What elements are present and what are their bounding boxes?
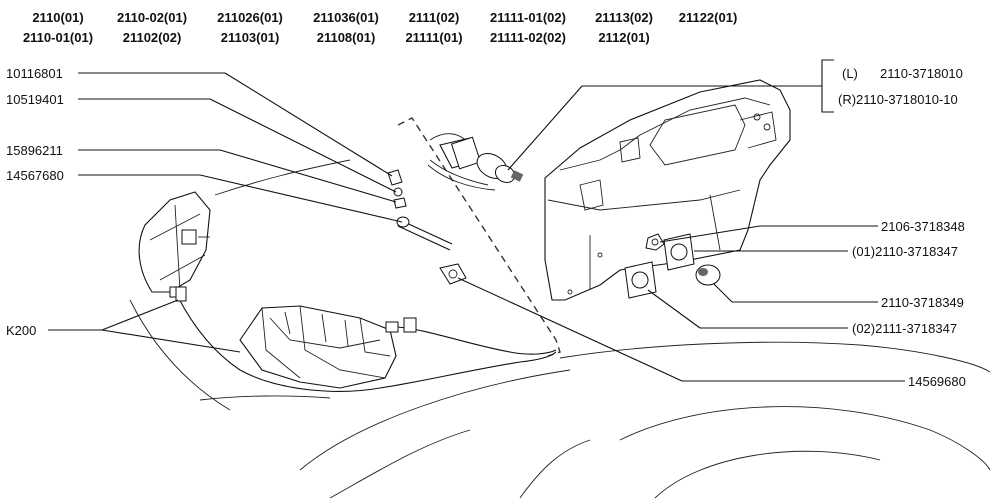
fasteners: [387, 169, 467, 285]
part-number-label: 2106-3718348: [881, 219, 965, 234]
model-code: 21103(01): [221, 30, 280, 45]
part-number-label: (01)2110-3718347: [852, 244, 958, 259]
model-code: 21111-01(02): [490, 10, 566, 25]
model-code: 21113(02): [595, 10, 653, 25]
car-body-outline: [129, 159, 991, 499]
part-number-label: 15896211: [6, 143, 63, 158]
model-code: 21102(02): [123, 30, 182, 45]
model-code: 2110-02(01): [117, 10, 187, 25]
part-number-label: 10519401: [6, 92, 64, 107]
model-code: 2111(02): [409, 10, 460, 25]
model-code: 21108(01): [317, 30, 376, 45]
model-code: 2112(01): [598, 30, 649, 45]
model-code: 2110(01): [32, 10, 83, 25]
part-number-label: 14569680: [908, 374, 966, 389]
lamp-socket-assembly: [427, 133, 524, 191]
panel-parts: [624, 233, 721, 299]
part-side-label: (L): [842, 66, 858, 81]
model-code: 21111-02(02): [490, 30, 566, 45]
model-header: 2110(01) 2110-02(01) 211026(01) 211036(0…: [23, 10, 737, 45]
wiring-harness: [175, 286, 557, 392]
rear-panel: [544, 79, 791, 301]
left-part-labels: 10116801 10519401 15896211 14567680 K200: [6, 66, 64, 338]
model-code: 2110-01(01): [23, 30, 93, 45]
part-number-label: (R)2110-3718010-10: [838, 92, 958, 107]
part-number-label: (02)2111-3718347: [852, 321, 957, 336]
leader-lines-left: [48, 72, 403, 353]
model-code: 21122(01): [679, 10, 738, 25]
part-number-label: 14567680: [6, 168, 64, 183]
side-lamp-unit: [138, 191, 211, 298]
leader-lines-right: [457, 59, 905, 382]
part-number-label: 10116801: [6, 66, 63, 81]
light-cavity-outline: [397, 117, 561, 357]
right-part-labels: (L) 2110-3718010 (R)2110-3718010-10 2106…: [838, 66, 966, 389]
tail-lamp-unit: [239, 305, 399, 389]
part-number-label: 2110-3718349: [881, 295, 964, 310]
model-code: 211026(01): [217, 10, 283, 25]
part-number-label: 2110-3718010: [880, 66, 963, 81]
model-code: 211036(01): [313, 10, 379, 25]
part-number-label: K200: [6, 323, 36, 338]
model-code: 21111(01): [405, 30, 462, 45]
